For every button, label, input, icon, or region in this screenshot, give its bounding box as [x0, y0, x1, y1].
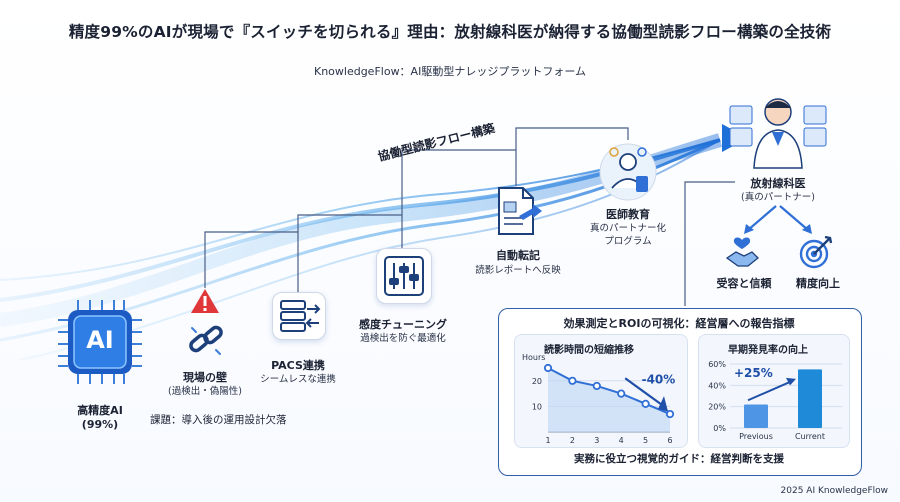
bar-y-tick-label: 20% [708, 403, 726, 412]
ai-chip-text: AI [86, 326, 114, 354]
line-chart-title: 読影時間の短縮推移 [544, 345, 634, 356]
line-annotation: -40% [642, 372, 676, 386]
line-trend-arrow-head [658, 396, 668, 412]
line-trend-arrow [624, 377, 665, 408]
bar-y-tick-label: 60% [708, 360, 726, 369]
bar-trend-arrow [747, 380, 793, 402]
step-pacs-title: PACS連携 [271, 359, 325, 372]
bar-trend-arrow-head [786, 377, 796, 386]
connector-radiologist-panel [684, 181, 735, 306]
line-point [665, 409, 675, 419]
roi-panel-footer: 実務に役立つ視覚的ガイド：経営判断を支援 [574, 453, 784, 465]
step-tuning-title: 感度チューニング [359, 318, 447, 331]
ai-chip [58, 300, 142, 384]
line-series [547, 367, 671, 416]
line-x-tick-label: 2 [570, 436, 575, 445]
line-x-tick-label: 4 [619, 436, 624, 445]
line-point [641, 399, 650, 408]
connector-ai-wall [204, 231, 299, 292]
ai-chip-icon [58, 300, 142, 384]
step-education-desc2: プログラム [604, 236, 652, 247]
document-arrow-icon [493, 186, 543, 242]
connector-transcribe-education [515, 127, 629, 150]
ai-label-accuracy: (99%) [81, 418, 119, 431]
bar-y-tick-label: 40% [708, 381, 726, 390]
ai-label-name: 高精度AI [77, 404, 123, 417]
step-education-desc1: 真のパートナー化 [589, 223, 666, 234]
line-y-axis-label: Hours [522, 353, 545, 362]
radiologist-desc: (真のパートナー) [741, 192, 815, 203]
line-point [568, 376, 577, 385]
line-y-tick-label: 20 [532, 377, 542, 386]
warning-icon [190, 288, 220, 318]
connector-pacs-tuning [297, 214, 403, 248]
line-chart: Hours 10 20 1 2 3 4 5 6 -40% [522, 353, 676, 445]
radiologist-icon [728, 92, 828, 174]
page-title: 精度99%のAIが現場で『スイッチを切られる』理由：放射線科医が納得する協働型読… [68, 23, 832, 41]
step-wall-title: 現場の壁 [183, 371, 227, 384]
detection-rate-card [698, 334, 850, 448]
bar-x-tick-label: Previous [739, 432, 773, 441]
pacs-icon [272, 292, 326, 340]
bar-current [798, 369, 822, 428]
broken-link-icon [186, 320, 226, 364]
connector-tuning-transcribe [401, 149, 517, 215]
line-point [543, 363, 553, 373]
bar-y-tick-label: 0% [713, 424, 726, 433]
roi-panel-title: 効果測定とROIの可視化：経営層への報告指標 [563, 317, 795, 330]
step-transcribe-desc: 読影レポートへ反映 [475, 265, 561, 276]
outcome-acceptance: 受容と信頼 [716, 277, 772, 290]
bar-chart-title: 早期発見率の向上 [728, 345, 808, 356]
line-x-tick-label: 1 [545, 436, 550, 445]
radiologist-title: 放射線科医 [750, 177, 806, 190]
outcome-arrows [744, 205, 812, 234]
line-x-tick-label: 5 [643, 436, 648, 445]
step-pacs-desc: シームレスな連携 [260, 374, 336, 385]
line-y-tick-label: 10 [532, 402, 542, 411]
line-x-tick-label: 6 [667, 436, 672, 445]
target-icon [798, 234, 834, 274]
ai-issue-text: 課題：導入後の運用設計欠落 [150, 414, 287, 426]
copyright-footer: 2025 AI KnowledgeFlow [780, 486, 888, 496]
bar-previous [744, 404, 768, 428]
sliders-icon [376, 248, 432, 304]
step-education-title: 医師教育 [606, 208, 650, 221]
step-transcribe-title: 自動転記 [496, 249, 540, 262]
bar-chart: 0% 20% 40% 60% Previous Current +25% [708, 360, 842, 441]
bar-x-tick-label: Current [795, 432, 825, 441]
line-point [617, 389, 626, 398]
step-tuning-desc: 過検出を防ぐ最適化 [360, 333, 446, 344]
bar-annotation: +25% [734, 366, 773, 380]
outcome-accuracy: 精度向上 [796, 277, 840, 290]
page-subtitle: KnowledgeFlow：AI駆動型ナレッジプラットフォーム [313, 65, 586, 78]
line-x-tick-label: 3 [594, 436, 599, 445]
line-area-fill [548, 368, 670, 432]
line-point [592, 381, 601, 391]
step-wall-desc: (過検出・偽陽性) [168, 386, 242, 397]
doctor-education-icon [598, 140, 658, 208]
handshake-icon [724, 236, 760, 272]
